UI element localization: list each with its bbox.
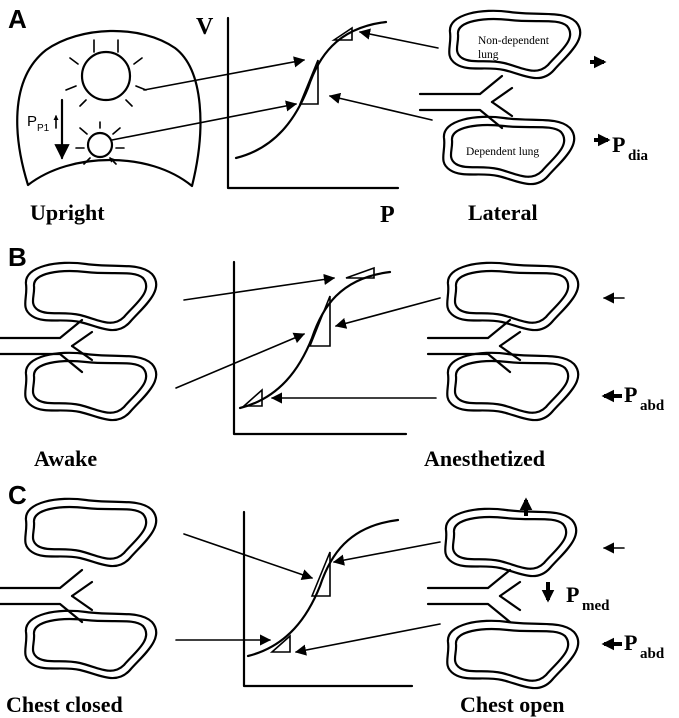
pabd-subscript: abd <box>640 398 665 414</box>
y-axis-label-v: V <box>196 14 214 40</box>
panel-a: A P P1 Upright V P <box>8 4 649 228</box>
lateral-lungs-diagram: Non-dependent lung Dependent lung P dia <box>420 11 649 184</box>
anesthetized-lungs-diagram: P abd <box>428 263 665 420</box>
caption-awake: Awake <box>34 446 97 471</box>
pv-graph-c <box>244 512 412 686</box>
pmed-subscript: med <box>582 598 610 614</box>
pv-graph-a: V P <box>196 14 398 228</box>
chest-open-lungs-diagram: P med P abd <box>428 500 665 688</box>
chest-closed-lungs-diagram <box>0 499 156 678</box>
pabd-label-c: P <box>624 630 637 655</box>
non-dependent-lung-label-2: lung <box>478 49 499 61</box>
pv-graph-b <box>234 262 406 434</box>
upright-thorax-diagram: P P1 <box>17 31 200 186</box>
panel-letter: B <box>8 242 27 272</box>
caption-anesthetized: Anesthetized <box>424 446 545 471</box>
caption-chest-open: Chest open <box>460 692 565 717</box>
pabd-label: P <box>624 382 637 407</box>
pmed-label: P <box>566 582 579 607</box>
pdia-subscript: dia <box>628 148 649 164</box>
panel-letter: A <box>8 4 27 34</box>
pdia-label: P <box>612 132 625 157</box>
panel-c: C Chest closed P med P abd Chest open <box>0 480 665 717</box>
x-axis-label-p: P <box>380 202 395 228</box>
pleural-pressure-subscript: P1 <box>37 123 50 134</box>
non-dependent-lung-label: Non-dependent <box>478 35 550 47</box>
caption-upright: Upright <box>30 200 105 225</box>
awake-lungs-diagram <box>0 263 156 420</box>
caption-lateral: Lateral <box>468 200 538 225</box>
pleural-pressure-label: P <box>27 113 37 130</box>
panel-b: B Awake P abd Anesthetized <box>0 242 665 471</box>
caption-chest-closed: Chest closed <box>6 692 123 717</box>
pabd-subscript-c: abd <box>640 646 665 662</box>
panel-letter: C <box>8 480 27 510</box>
dependent-lung-label: Dependent lung <box>466 146 539 158</box>
